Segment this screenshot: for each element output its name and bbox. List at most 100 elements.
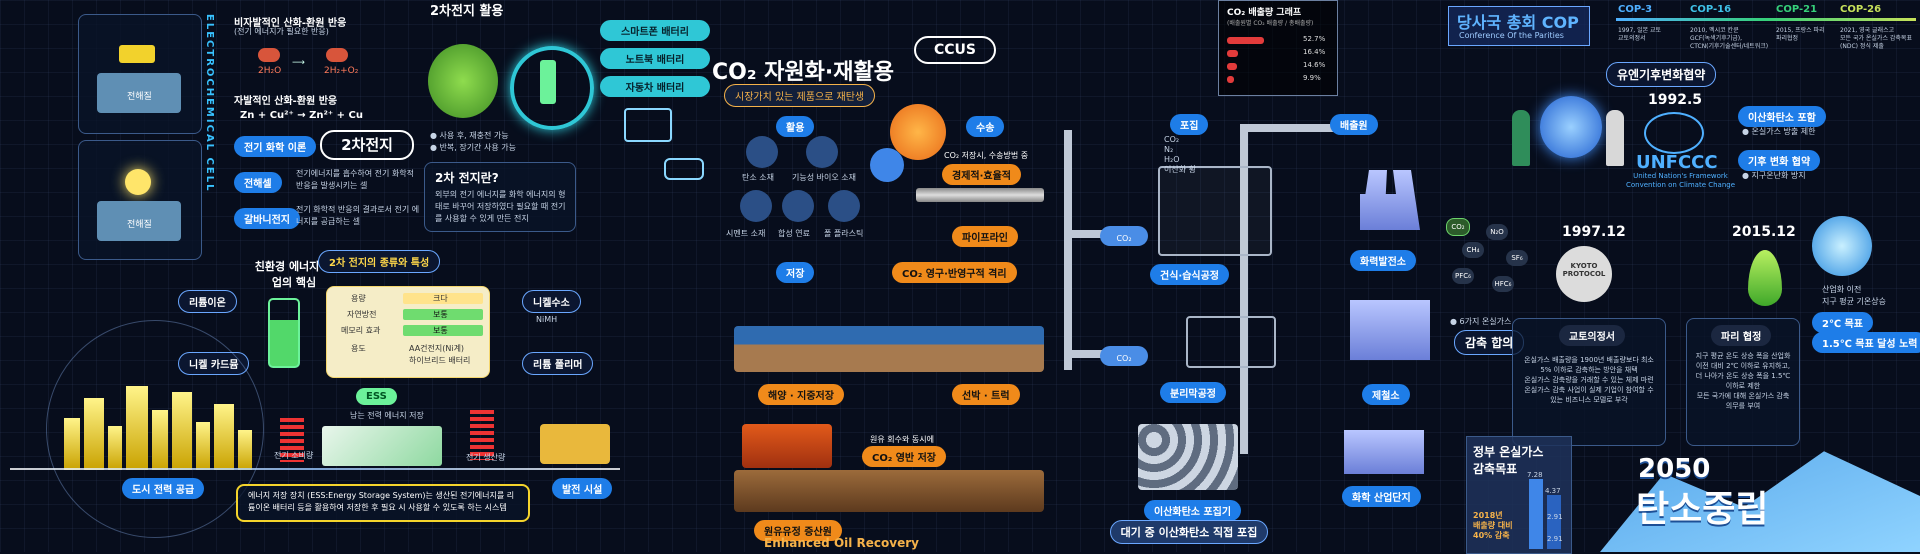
car-icon — [664, 158, 704, 180]
usage-item-1: 스마트폰 배터리 — [600, 20, 710, 41]
gas-name: PFC₆ — [1455, 272, 1471, 280]
membrane-label: 분리막공정 — [1160, 382, 1226, 403]
unfccc-name: UNFCCC — [1636, 152, 1718, 173]
cop-timeline-line — [1616, 18, 1916, 21]
ccus-badge: CCUS — [914, 36, 996, 64]
usage-bullet-2: ● 반복, 장기간 사용 가능 — [430, 143, 516, 152]
leaf-icon — [1748, 250, 1782, 306]
land-label: 선박 · 트럭 — [952, 384, 1020, 405]
graph-bar-label: 16.4% — [1303, 48, 1326, 56]
tag-bullet-1: ● 온실가스 방출 제한 — [1742, 127, 1816, 136]
ess-storage-unit — [322, 426, 442, 466]
laptop-icon — [624, 108, 672, 142]
cell-container — [97, 201, 181, 241]
gas-name: SF₆ — [1511, 254, 1523, 262]
coin-icon — [870, 148, 904, 182]
bio-material-icon — [806, 136, 838, 168]
molecule-icon — [258, 48, 280, 62]
building — [172, 392, 192, 470]
transport-badge: 경제적·효율적 — [942, 164, 1021, 185]
pipe-network — [1240, 124, 1248, 454]
source-label: 화학 산업단지 — [1342, 486, 1421, 507]
storage-cross-section — [734, 326, 1044, 372]
utilize-label: 활용 — [776, 116, 815, 137]
timeline-item: COP-16 2010, 멕시코 칸쿤 GCF(녹색기후기금), CTCN(기후… — [1690, 4, 1780, 51]
usage-bullet-1-text: 사용 후, 재충전 가능 — [439, 131, 509, 140]
cell1-label: 전해질 — [127, 92, 152, 102]
eor-small: 원유 회수와 동시에 — [870, 435, 934, 444]
secondary-battery-title: 2차전지 — [320, 130, 414, 160]
paris-box-title: 파리 협정 — [1711, 325, 1772, 346]
types-row-value — [403, 293, 483, 304]
battery-loop-icon — [510, 46, 594, 130]
neutral-text: 탄소중립 — [1636, 489, 1769, 530]
capture-tower — [1158, 166, 1272, 256]
cell-container — [97, 73, 181, 113]
types-table: 용량 크다 자연방전 보통 메모리 효과 보통 용도 AA건전지(Ni계) 하이… — [326, 286, 490, 378]
ess-label: ESS — [356, 388, 397, 405]
electrolysis-label: 전해셀 — [234, 172, 282, 193]
unfccc-year: 1992.5 — [1648, 92, 1703, 108]
emission-label: 배출원 — [1330, 114, 1378, 135]
graph-bar — [1227, 76, 1234, 83]
cement-icon — [740, 190, 772, 222]
right-tag-1: 니켈수소 — [522, 290, 581, 313]
reaction1-left: 2H₂O — [258, 66, 282, 76]
paris-bullet: 산업화 이전 지구 평균 기온상승 — [1822, 285, 1886, 306]
co2-tank-text: CO₂ — [1116, 354, 1132, 363]
usage-bullet-1: ● 사용 후, 재충전 가능 — [430, 131, 509, 140]
source-label: 제철소 — [1362, 384, 1410, 405]
types-row-key: 메모리 효과 — [341, 326, 381, 335]
pipe-network — [1248, 124, 1358, 132]
ess-desc-box: 에너지 저장 장치 (ESS:Energy Storage System)는 생… — [236, 484, 530, 522]
electrolysis-desc: 전기에너지를 흡수하여 전기 화학적 반응을 발생시키는 셀 — [296, 169, 415, 190]
tag-bullet-1-text: 온실가스 방출 제한 — [1751, 127, 1816, 136]
battery-charge-icon — [268, 298, 300, 368]
usage-bullet-2-text: 반복, 장기간 사용 가능 — [439, 143, 516, 152]
timeline-name: COP-26 — [1840, 4, 1882, 15]
oil-pump-icon — [742, 424, 832, 468]
kyoto-box-desc: 온실가스 배출량을 1900년 배출량보다 최소 5% 이하로 감축하는 방안을… — [1524, 356, 1654, 404]
co2-graph: CO₂ 배출량 그래프 (배출원별 CO₂ 배출량 / 총배출량) 52.7%1… — [1218, 0, 1338, 96]
tag-co2: 이산화탄소 포함 — [1738, 106, 1826, 127]
kyoto-box: 교토의정서 온실가스 배출량을 1900년 배출량보다 최소 5% 이하로 감축… — [1512, 318, 1666, 446]
gas-name: N₂O — [1490, 228, 1504, 236]
electrolysis-cell-card: 전해질 — [78, 14, 202, 134]
graph-title: CO₂ 배출량 그래프 — [1227, 8, 1302, 18]
power-arc — [46, 320, 264, 538]
pack2-label: 전기 생산량 — [466, 453, 506, 462]
paris-year: 2015.12 — [1732, 224, 1796, 240]
pack1-label: 전기 소비량 — [274, 451, 314, 460]
left-tag-1: 리튬이온 — [178, 290, 237, 313]
arrow-icon: ⟶ — [292, 58, 305, 68]
co2-tank: CO₂ — [1100, 226, 1148, 246]
theory-label: 전기 화학 이론 — [234, 136, 317, 157]
co2-tank: CO₂ — [1100, 346, 1148, 366]
dac-machine — [1138, 424, 1238, 490]
gas-name: CO₂ — [1451, 223, 1465, 231]
oil-label: 원유유정 증산원 — [754, 520, 842, 541]
gases-count-text: 6가지 온실가스 — [1459, 317, 1512, 326]
gov-target-box: 정부 온실가스 감축목표 7.28 4.37 2.91 2.91 2018년 배… — [1466, 436, 1572, 554]
types-row-value-text: 보통 — [433, 310, 448, 319]
power-line — [10, 468, 620, 470]
gov-value: 2.91 — [1547, 513, 1563, 521]
recycle-icon — [428, 44, 498, 118]
steel-mill-emitter — [1350, 300, 1430, 360]
types-row-value-text: 크다 — [433, 294, 448, 303]
dac-title-box: 대기 중 이산화탄소 직접 포집 — [1110, 520, 1268, 544]
usage-title: 2차전지 활용 — [430, 4, 504, 19]
storage-label: 저장 — [776, 262, 815, 283]
eor-badge: CO₂ 영반 저장 — [862, 446, 946, 467]
gov-bar — [1529, 479, 1543, 549]
production-meter — [470, 410, 494, 460]
what-title: 2차 전지란? — [435, 171, 499, 185]
neutral-year: 2050 — [1638, 454, 1711, 484]
reaction1-right: 2H₂+O₂ — [324, 66, 359, 76]
capture-label: 포집 — [1170, 114, 1209, 135]
kyoto-logo: KYOTO PROTOCOL — [1556, 246, 1612, 302]
gov-value: 4.37 — [1545, 487, 1561, 495]
ccus-subtitle: 시장가치 있는 제품으로 재탄생 — [724, 84, 876, 107]
reaction2-title: 자발적인 산화-환원 반응 — [234, 96, 338, 107]
what-is-box: 2차 전지란? 외부의 전기 에너지를 화학 에너지의 형태로 바꾸어 저장하였… — [424, 162, 576, 232]
